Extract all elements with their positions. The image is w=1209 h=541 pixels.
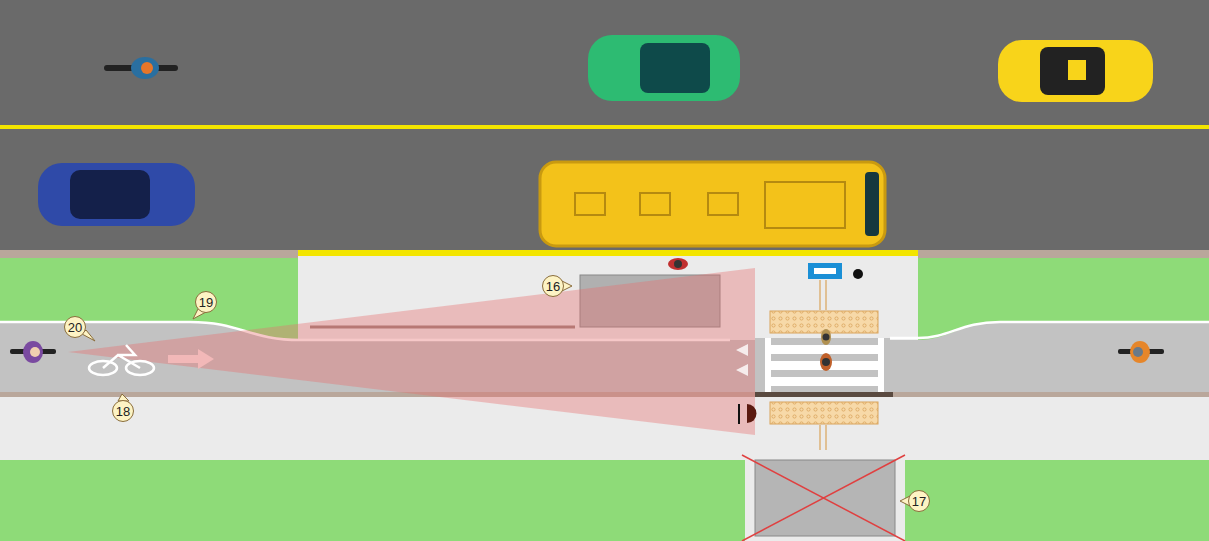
pedestrian [668, 258, 688, 270]
blue-car [38, 163, 195, 226]
motorcyclist [104, 57, 178, 79]
bike-symbol [89, 345, 154, 375]
tactile-paving [770, 402, 878, 424]
taxi [998, 40, 1153, 102]
center-line [0, 125, 1209, 129]
callout-number: 20 [64, 316, 86, 338]
grass-strip [0, 460, 1209, 541]
bollard [853, 269, 863, 279]
callout-text: 19 [199, 295, 213, 310]
pedestrian [821, 329, 831, 345]
cyclist [1118, 341, 1164, 363]
crosswalk-ground [755, 338, 890, 392]
callout-number: 18 [112, 400, 134, 422]
lane-line [890, 322, 1209, 338]
callout-number: 16 [542, 275, 564, 297]
bus-stop-sign [808, 263, 842, 279]
callout-number: 19 [195, 291, 217, 313]
callout-text: 17 [912, 494, 926, 509]
pedestrian [820, 353, 832, 371]
cyclist [10, 341, 56, 363]
signal-post [747, 404, 757, 423]
crosswalk-stripe [765, 345, 884, 354]
callout-text: 16 [546, 279, 560, 294]
callout-text: 18 [116, 404, 130, 419]
crosswalk-stripe [765, 377, 884, 386]
sight-triangle [68, 268, 755, 435]
cross-mark [742, 455, 905, 541]
green-car [588, 35, 740, 101]
callout-number: 17 [908, 490, 930, 512]
bus-stop-curb [298, 250, 918, 256]
callout-text: 20 [68, 320, 82, 335]
roadway [0, 0, 1209, 252]
curb-ramp [755, 392, 893, 397]
cross-mark [742, 455, 905, 541]
direction-arrow [168, 349, 214, 369]
bus [540, 162, 885, 246]
